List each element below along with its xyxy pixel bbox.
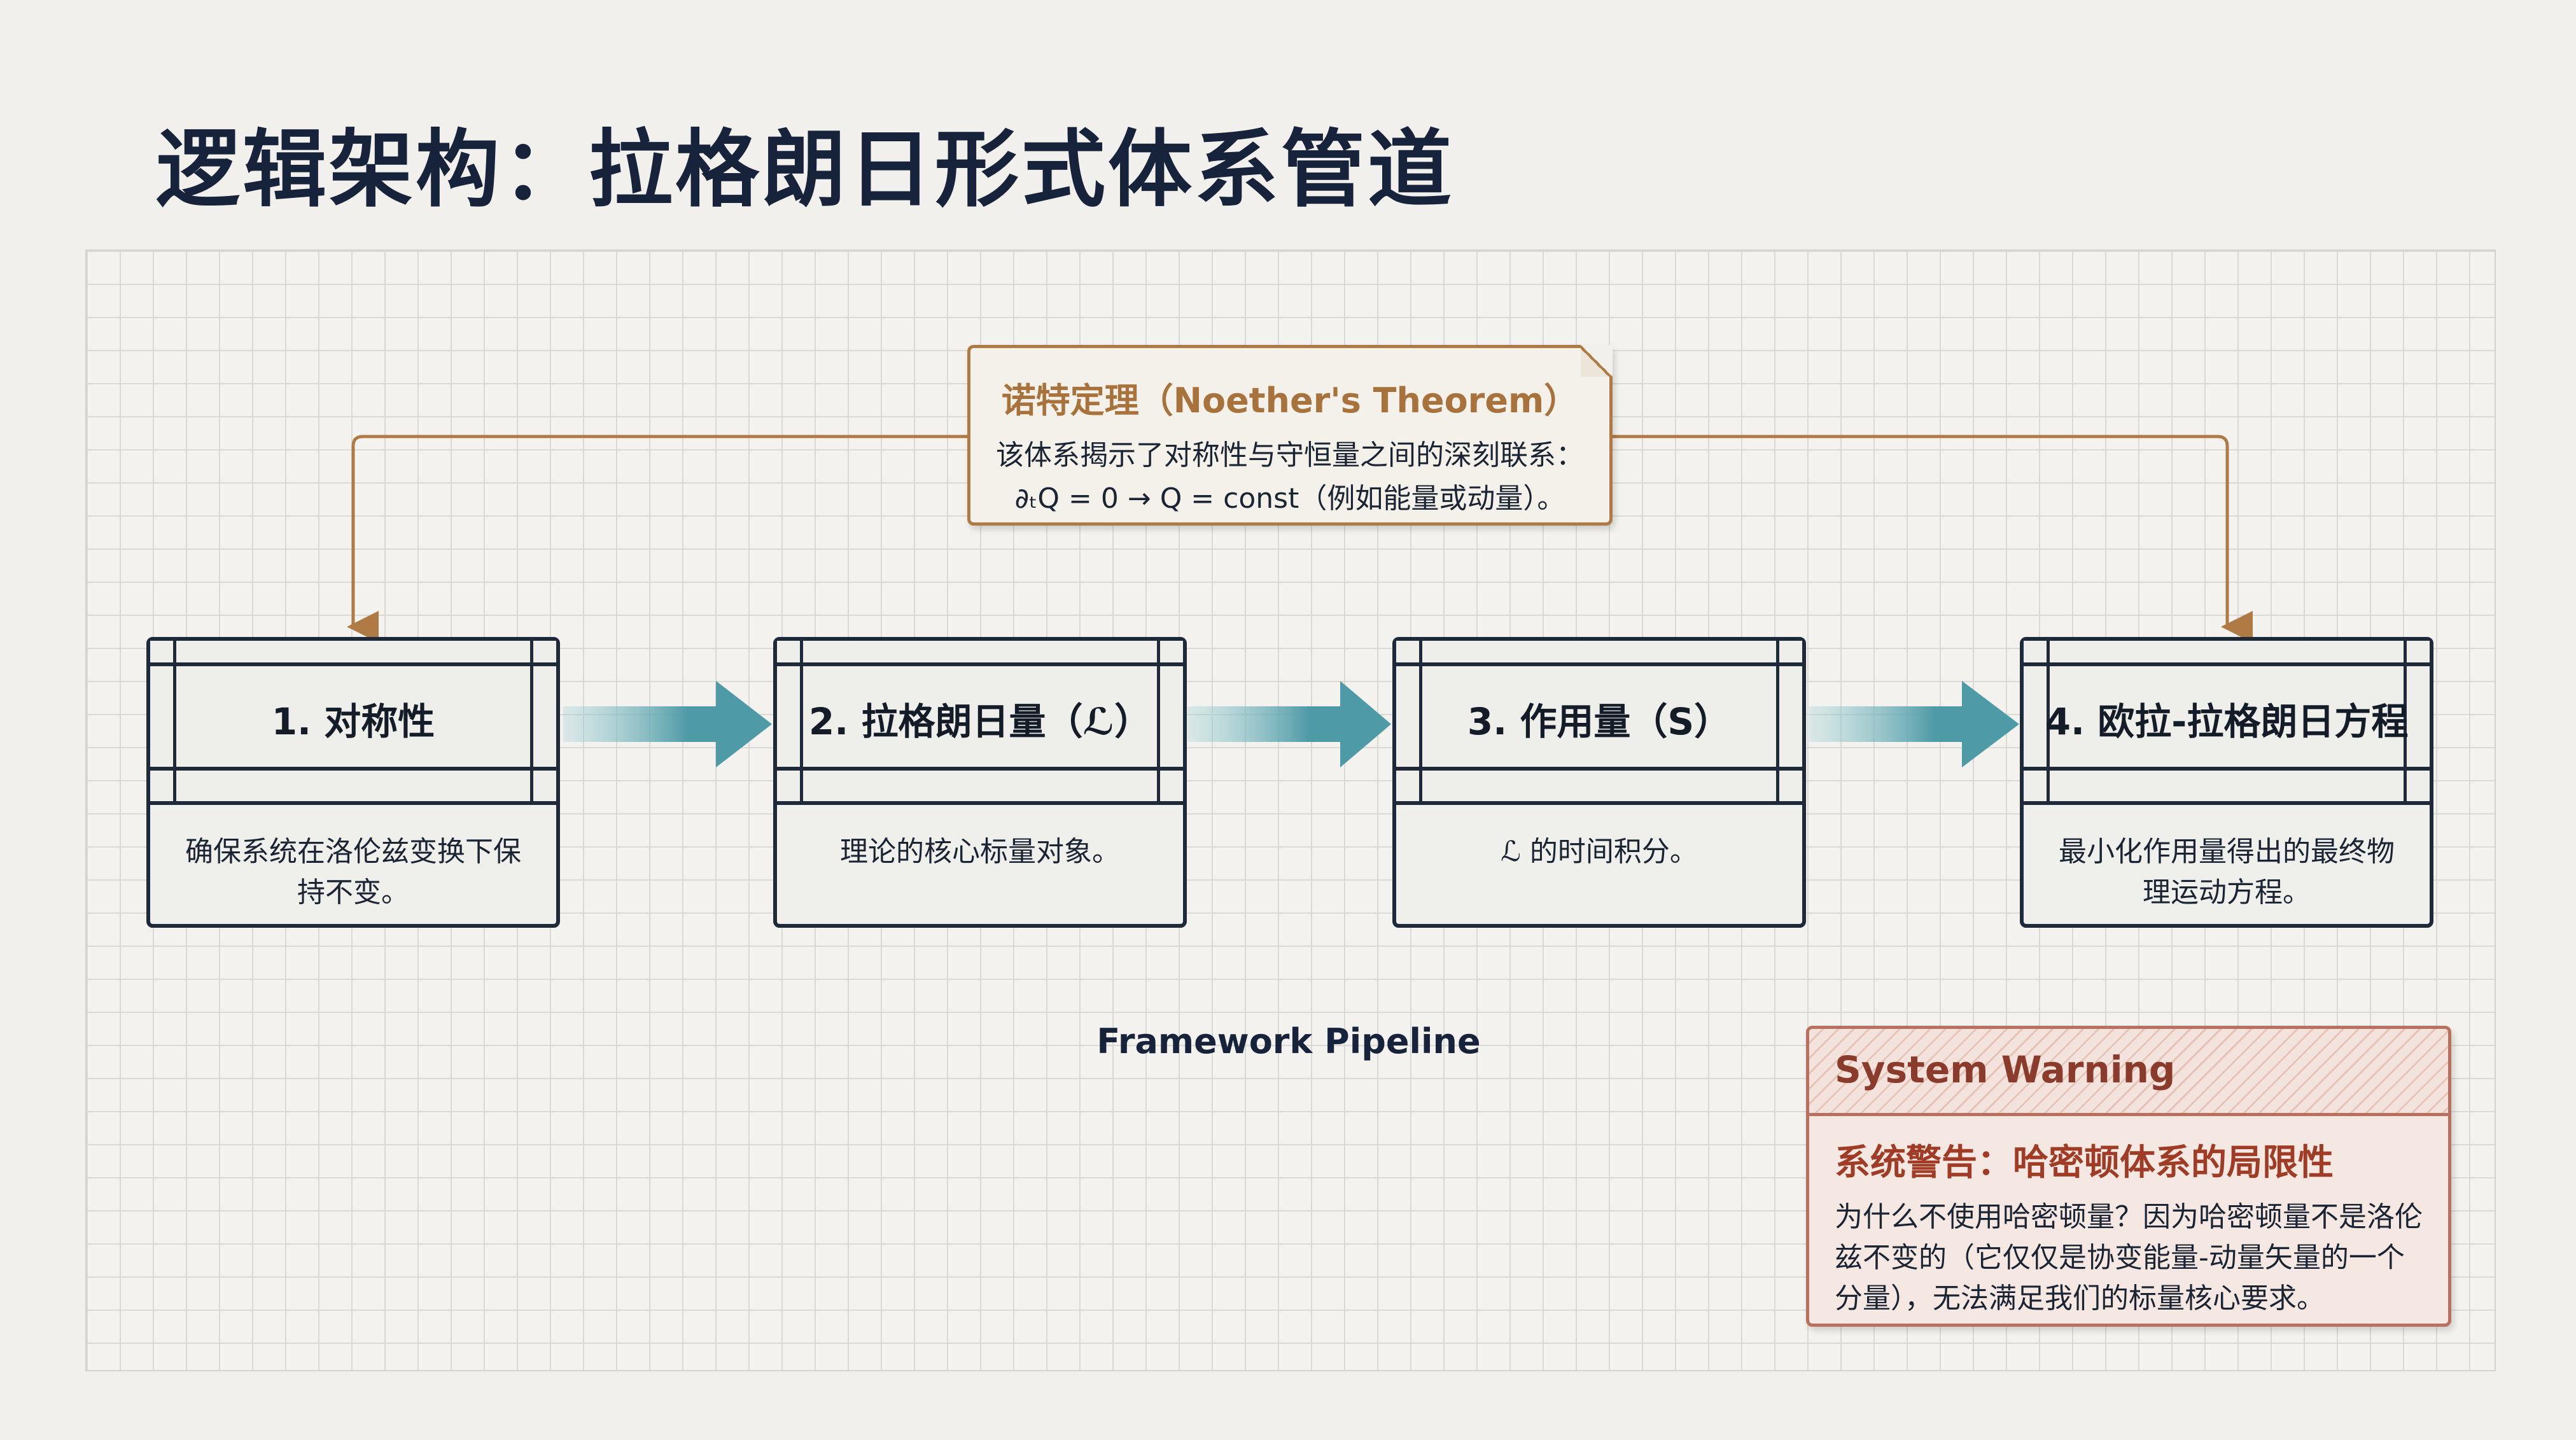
step-desc: 最小化作用量得出的最终物理运动方程。 xyxy=(2059,835,2395,909)
step-desc: 确保系统在洛伦兹变换下保持不变。 xyxy=(185,835,521,909)
noether-theorem-note: 诺特定理（Noether's Theorem） 该体系揭示了对称性与守恒量之间的… xyxy=(967,345,1613,526)
warning-body: 为什么不使用哈密顿量？因为哈密顿量不是洛伦兹不变的（它仅仅是协变能量-动量矢量的… xyxy=(1835,1201,2423,1315)
step-title: 2. 拉格朗日量（ℒ） xyxy=(808,700,1152,743)
step-symmetry: 1. 对称性确保系统在洛伦兹变换下保持不变。 xyxy=(146,637,560,928)
step-action: 3. 作用量（S） ℒ 的时间积分。 xyxy=(1392,637,1806,928)
step-desc: 理论的核心标量对象。 xyxy=(840,835,1120,868)
noether-line1: 该体系揭示了对称性与守恒量之间的深刻联系： xyxy=(996,439,1584,472)
pipeline-label: Framework Pipeline xyxy=(1096,1021,1481,1061)
noether-title: 诺特定理（Noether's Theorem） xyxy=(1001,381,1579,421)
folded-corner-icon xyxy=(1581,345,1613,377)
warning-title: 系统警告：哈密顿体系的局限性 xyxy=(1835,1142,2334,1184)
step-euler-lagrange: 4. 欧拉-拉格朗日方程最小化作用量得出的最终物理运动方程。 xyxy=(2020,637,2433,928)
step-lagrangian: 2. 拉格朗日量（ℒ） 理论的核心标量对象。 xyxy=(773,637,1187,928)
noether-line2: ∂ₜQ = 0 → Q = const（例如能量或动量）。 xyxy=(1014,482,1565,515)
warning-header: System Warning xyxy=(1809,1029,2448,1116)
step-title: 1. 对称性 xyxy=(271,700,435,743)
arrow-right-icon xyxy=(1187,681,1391,767)
arrow-right-icon xyxy=(1809,681,2019,767)
step-desc: ℒ 的时间积分。 xyxy=(1501,835,1698,868)
step-title: 3. 作用量（S） xyxy=(1467,700,1732,743)
step-title: 4. 欧拉-拉格朗日方程 xyxy=(2045,700,2409,743)
arrow-right-icon xyxy=(563,681,772,767)
system-warning-panel: System Warning 系统警告：哈密顿体系的局限性 为什么不使用哈密顿量… xyxy=(1806,1026,2451,1327)
page-title: 逻辑架构：拉格朗日形式体系管道 xyxy=(156,121,1454,219)
